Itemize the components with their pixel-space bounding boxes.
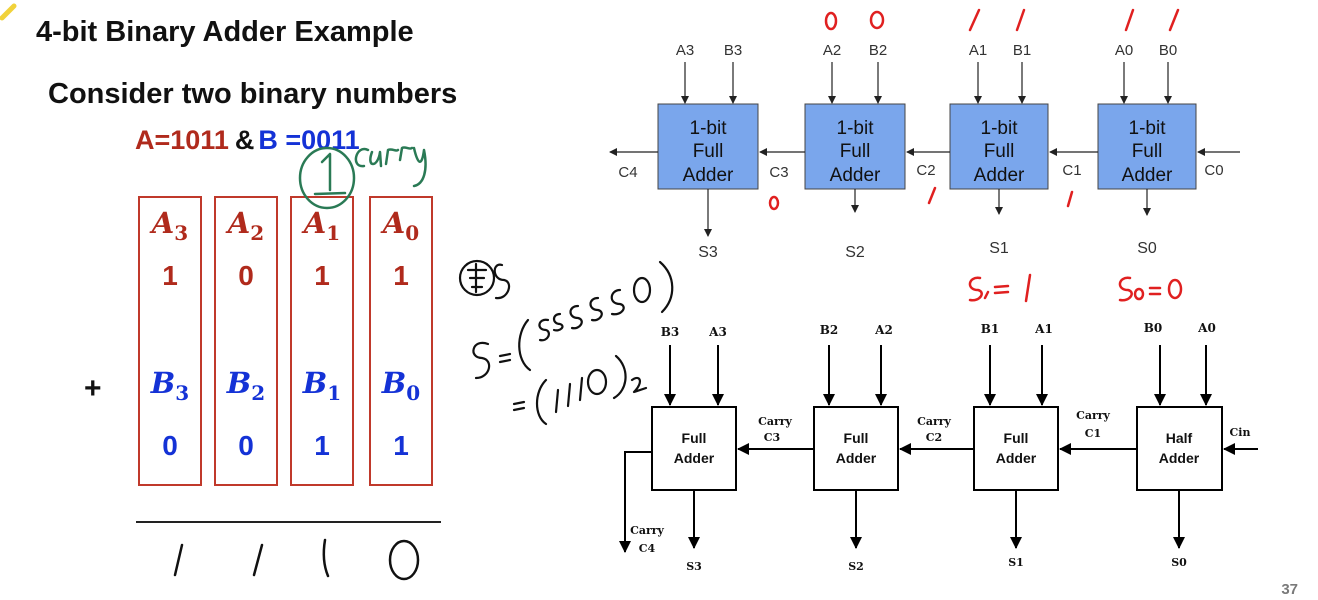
sum-label-s3: S3 — [698, 244, 718, 261]
input-label-b1: B1 — [1013, 42, 1031, 59]
svg-text:C4: C4 — [639, 542, 656, 555]
block-line1: Full — [844, 430, 869, 446]
operand-numbers: A=1011&B =0011 — [135, 125, 360, 156]
svg-text:S1: S1 — [1008, 556, 1024, 569]
b-bit-value: 0 — [162, 430, 178, 461]
svg-text:C1: C1 — [1085, 427, 1101, 440]
operand-b: B =0011 — [258, 125, 360, 155]
a-bit-value: 1 — [314, 260, 330, 291]
input-label-b0: B0 — [1159, 42, 1177, 59]
block-line1: Half — [1166, 430, 1193, 446]
a-bit-label: A2 — [227, 206, 265, 245]
slide-title: 4-bit Binary Adder Example — [36, 16, 414, 48]
slide-subtitle: Consider two binary numbers — [48, 78, 458, 110]
block-line1: Full — [1004, 430, 1029, 446]
input-label-b2: B2 — [869, 42, 887, 59]
svg-text:1-bit: 1-bit — [837, 118, 875, 139]
svg-text:Full: Full — [693, 141, 724, 162]
svg-text:B0: B0 — [1144, 321, 1163, 335]
carry-label-c3: C3 — [769, 164, 788, 181]
a-bit-label: A1 — [303, 206, 341, 245]
svg-text:Carry: Carry — [917, 415, 951, 428]
a-bit-value: 1 — [162, 260, 178, 291]
svg-text:S2: S2 — [848, 560, 864, 573]
top-adder-block-0: 1-bit Full Adder — [1097, 103, 1197, 190]
top-adder-block-1: 1-bit Full Adder — [949, 103, 1049, 190]
svg-text:C3: C3 — [764, 431, 780, 444]
bit-column-3: A3 1 B3 0 — [138, 196, 202, 486]
bit-column-1: A1 1 B1 1 — [290, 196, 354, 486]
svg-text:A2: A2 — [874, 323, 893, 337]
sum-label-s2: S2 — [845, 244, 865, 261]
svg-text:Carry: Carry — [630, 524, 664, 537]
svg-text:Carry: Carry — [1076, 409, 1110, 422]
svg-text:S0: S0 — [1171, 556, 1187, 569]
svg-text:Adder: Adder — [830, 165, 881, 186]
input-label-a3: A3 — [676, 42, 694, 59]
b-bit-label: B3 — [150, 366, 190, 405]
svg-text:B1: B1 — [981, 322, 1000, 336]
bit-column-0: A0 1 B0 1 — [369, 196, 433, 486]
input-label-a0: A0 — [1115, 42, 1133, 59]
svg-text:Adder: Adder — [683, 165, 734, 186]
plus-sign: + — [84, 372, 102, 405]
sum-label-s1: S1 — [989, 240, 1009, 257]
sum-label-s0: S0 — [1137, 240, 1157, 257]
input-label-b3: B3 — [724, 42, 742, 59]
block-line2: Adder — [996, 450, 1037, 466]
b-bit-value: 0 — [238, 430, 254, 461]
svg-text:Cin: Cin — [1230, 426, 1251, 439]
block-line2: Adder — [1159, 450, 1200, 466]
top-adder-chain: 1-bit Full Adder 1-bit Full Adder 1-bit … — [609, 42, 1240, 261]
svg-text:1-bit: 1-bit — [981, 118, 1019, 139]
svg-text:Full: Full — [984, 141, 1015, 162]
carry-label-c4: C4 — [618, 164, 637, 181]
svg-text:Adder: Adder — [974, 165, 1025, 186]
b-bit-value: 1 — [393, 430, 409, 461]
input-label-a1: A1 — [969, 42, 987, 59]
b-bit-label: B2 — [226, 366, 266, 405]
svg-text:Carry: Carry — [758, 415, 792, 428]
top-adder-block-3: 1-bit Full Adder — [657, 103, 759, 190]
operand-a: A=1011 — [135, 125, 229, 155]
top-adder-block-2: 1-bit Full Adder — [804, 103, 906, 190]
a-bit-value: 1 — [393, 260, 409, 291]
svg-text:A3: A3 — [708, 325, 727, 339]
handwriting-annotations — [0, 3, 1183, 581]
svg-text:Full: Full — [1132, 141, 1163, 162]
block-line1: Full — [682, 430, 707, 446]
svg-text:Adder: Adder — [1122, 165, 1173, 186]
bottom-adder-chain: Full Adder Full Adder Full Adder Half Ad… — [619, 321, 1258, 573]
svg-text:B3: B3 — [661, 325, 680, 339]
a-bit-label: A3 — [151, 206, 189, 245]
a-bit-value: 0 — [238, 260, 254, 291]
svg-text:1-bit: 1-bit — [1129, 118, 1167, 139]
svg-text:Full: Full — [840, 141, 871, 162]
svg-text:A0: A0 — [1197, 321, 1216, 335]
carry-label-c0: C0 — [1204, 162, 1223, 179]
svg-text:B2: B2 — [820, 323, 839, 337]
bit-column-2: A2 0 B2 0 — [214, 196, 278, 486]
block-line2: Adder — [836, 450, 877, 466]
svg-text:C2: C2 — [926, 431, 942, 444]
ampersand: & — [234, 125, 255, 155]
sum-rule-line — [136, 521, 441, 523]
b-bit-label: B1 — [302, 366, 342, 405]
block-line2: Adder — [674, 450, 715, 466]
b-bit-label: B0 — [381, 366, 421, 405]
carry-label-c1: C1 — [1062, 162, 1081, 179]
svg-text:S3: S3 — [686, 560, 702, 573]
svg-text:A1: A1 — [1034, 322, 1053, 336]
svg-text:1-bit: 1-bit — [690, 118, 728, 139]
page-number: 37 — [1281, 581, 1298, 598]
carry-label-c2: C2 — [916, 162, 935, 179]
input-label-a2: A2 — [823, 42, 841, 59]
b-bit-value: 1 — [314, 430, 330, 461]
a-bit-label: A0 — [382, 206, 420, 245]
